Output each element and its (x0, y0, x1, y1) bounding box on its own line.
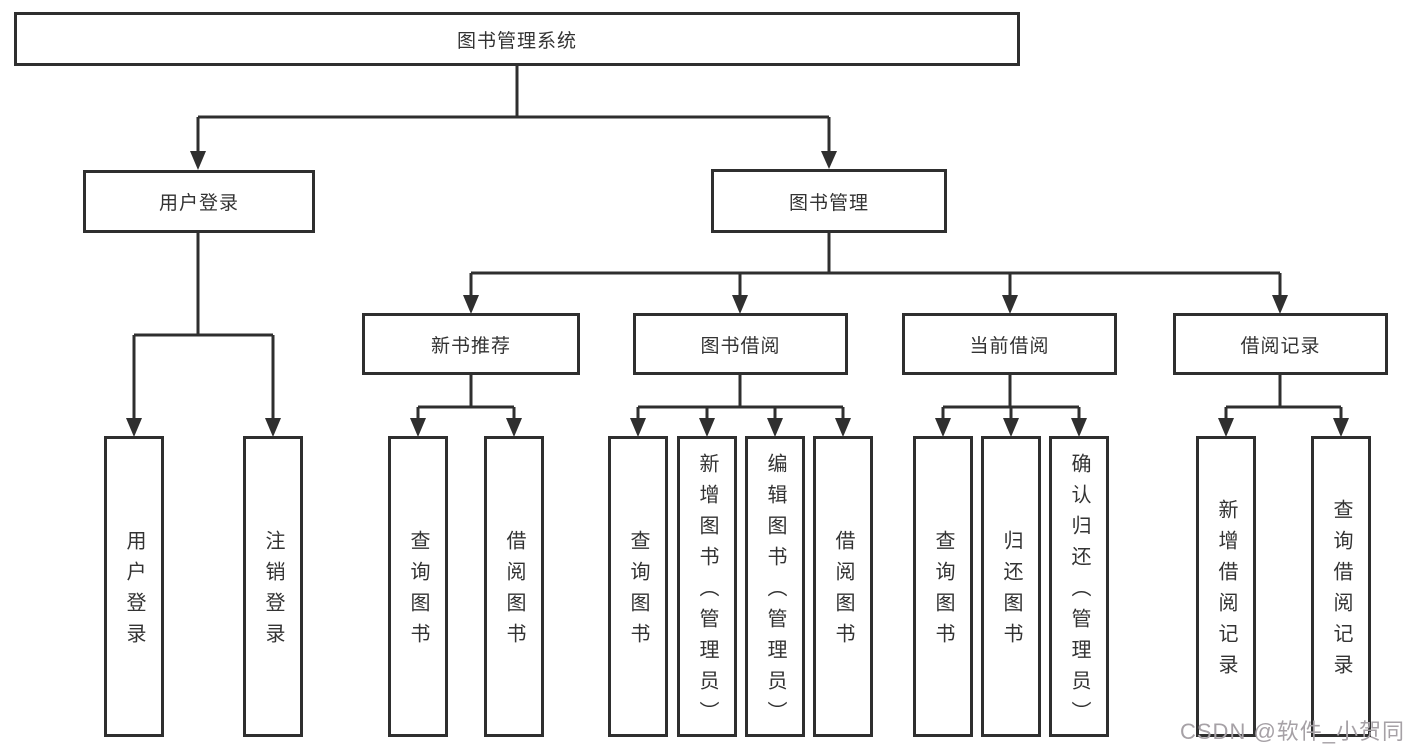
arrowhead (463, 295, 479, 314)
arrowhead (835, 418, 851, 437)
arrowhead (1333, 418, 1349, 437)
node-label: 新增图书（管理员） (696, 452, 718, 732)
node-label: 当前借阅 (969, 335, 1050, 357)
node-label: 查询图书 (932, 530, 954, 654)
node-label: 借阅记录 (1240, 335, 1321, 357)
leaf-query-books: 查询图书 (608, 436, 668, 737)
node-current-borrowing: 当前借阅 (902, 313, 1117, 375)
leaf-query-borrow-record: 查询借阅记录 (1311, 436, 1371, 737)
leaf-borrow-books: 借阅图书 (813, 436, 873, 737)
node-user-login: 用户登录 (83, 170, 315, 233)
arrowhead (1272, 295, 1288, 314)
arrowhead (1003, 418, 1019, 437)
arrowhead (190, 151, 206, 170)
arrowhead (410, 418, 426, 437)
node-library-management-system: 图书管理系统 (14, 12, 1020, 66)
leaf-return-books: 归还图书 (981, 436, 1041, 737)
leaf-add-books-admin: 新增图书（管理员） (677, 436, 737, 737)
node-label: 图书管理系统 (456, 30, 577, 52)
csdn-watermark: CSDN @软件_小贺同学 (1180, 719, 1405, 744)
node-label: 查询借阅记录 (1330, 499, 1352, 685)
arrowhead (699, 418, 715, 437)
node-borrowing-records: 借阅记录 (1173, 313, 1388, 375)
leaf-borrow-books: 借阅图书 (484, 436, 544, 737)
node-book-management: 图书管理 (711, 169, 947, 233)
connector-user-login (132, 233, 275, 423)
leaf-add-borrow-record: 新增借阅记录 (1196, 436, 1256, 737)
arrowhead (1002, 295, 1018, 314)
node-label: 归还图书 (1000, 530, 1022, 654)
arrowhead (821, 151, 837, 169)
connector-records (1224, 375, 1343, 423)
node-label: 新增借阅记录 (1215, 499, 1237, 685)
leaf-confirm-return-admin: 确认归还（管理员） (1049, 436, 1109, 737)
leaf-query-books: 查询图书 (913, 436, 973, 737)
arrowhead (1071, 418, 1087, 437)
node-label: 图书借阅 (700, 335, 781, 357)
arrowhead (126, 418, 142, 437)
node-label: 确认归还（管理员） (1068, 452, 1090, 732)
node-label: 图书管理 (788, 192, 869, 214)
arrowhead (1218, 418, 1234, 437)
node-label: 用户登录 (158, 193, 239, 214)
connector-book-mgmt (469, 233, 1282, 300)
connector-root (196, 66, 831, 156)
connector-book-borrow (636, 375, 845, 423)
leaf-logout: 注销登录 (243, 436, 303, 737)
node-label: 查询图书 (407, 530, 429, 654)
node-book-borrowing: 图书借阅 (633, 313, 848, 375)
node-label: 编辑图书（管理员） (764, 452, 786, 732)
node-new-book-recommendation: 新书推荐 (362, 313, 580, 375)
node-label: 查询图书 (627, 530, 649, 654)
arrowhead (935, 418, 951, 437)
arrowhead (265, 418, 281, 437)
leaf-edit-books-admin: 编辑图书（管理员） (745, 436, 805, 737)
leaf-user-login: 用户登录 (104, 436, 164, 737)
leaf-query-books: 查询图书 (388, 436, 448, 737)
arrowhead (767, 418, 783, 437)
connector-new-books (416, 375, 516, 423)
node-label: 借阅图书 (503, 530, 525, 654)
node-label: 用户登录 (123, 530, 145, 654)
arrowhead (630, 418, 646, 437)
node-label: 新书推荐 (430, 335, 511, 357)
node-label: 注销登录 (262, 530, 284, 654)
connector-current-borrow (941, 375, 1081, 423)
node-label: 借阅图书 (832, 530, 854, 654)
arrowhead (506, 418, 522, 437)
arrowhead (732, 295, 748, 314)
